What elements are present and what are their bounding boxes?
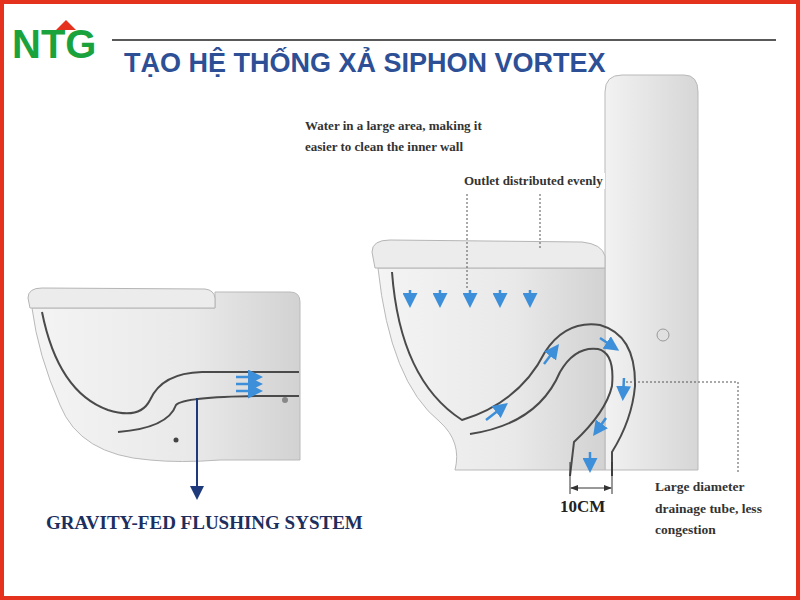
flow-arrow	[600, 338, 615, 348]
flow-arrow	[439, 290, 442, 303]
one-piece-toilet	[372, 75, 698, 476]
wall-hung-toilet	[28, 288, 300, 496]
dimension-tick	[612, 462, 613, 494]
callout-note: Outlet distributed evenly	[462, 173, 605, 189]
flow-arrow	[469, 290, 472, 303]
toilet-seat	[28, 288, 215, 308]
flow-arrow	[499, 290, 502, 303]
dimension-marks	[570, 462, 612, 494]
toilet-tank	[605, 75, 698, 470]
trap-wall	[118, 396, 299, 432]
flow-arrow	[486, 406, 504, 420]
dimension-arrow	[591, 488, 611, 489]
flow-arrows	[410, 290, 624, 468]
callout-note: Water in a large area, making it easier …	[305, 116, 490, 158]
dimension-label: 10CM	[560, 497, 605, 517]
flow-arrow	[589, 452, 592, 468]
toilet-body	[32, 292, 300, 462]
callout-note: Large diameter drainage tube, less conge…	[655, 476, 775, 541]
outlet-hole	[282, 397, 288, 403]
flow-arrow	[409, 290, 412, 303]
flow-arrow	[236, 390, 258, 393]
trap-wall	[470, 349, 612, 476]
toilet-seat	[372, 240, 605, 268]
title-text: TẠO HỆ THỐNG XẢ SIPHON VORTEX	[124, 47, 606, 79]
side-hole	[657, 329, 669, 341]
flow-arrow	[529, 290, 532, 303]
leader-lines	[467, 194, 738, 472]
pointer-arrow	[196, 398, 198, 496]
trap-wall	[392, 272, 635, 476]
bolt-hole	[174, 438, 179, 443]
toilet-body	[378, 268, 605, 470]
leader-line	[626, 382, 738, 383]
rule-line	[112, 39, 776, 40]
trap-wall	[42, 312, 299, 413]
flow-arrow	[596, 418, 606, 432]
flow-arrow	[544, 348, 556, 364]
leader-line	[540, 194, 541, 250]
leader-line	[738, 382, 739, 472]
flow-arrow	[623, 378, 624, 396]
logo-text: NTG	[12, 20, 96, 68]
flow-arrow	[236, 383, 258, 386]
flow-arrow	[236, 376, 258, 379]
dimension-arrow	[571, 488, 591, 489]
leader-line	[467, 194, 468, 288]
system-caption: GRAVITY-FED FLUSHING SYSTEM	[46, 512, 363, 535]
dimension-tick	[570, 462, 571, 494]
